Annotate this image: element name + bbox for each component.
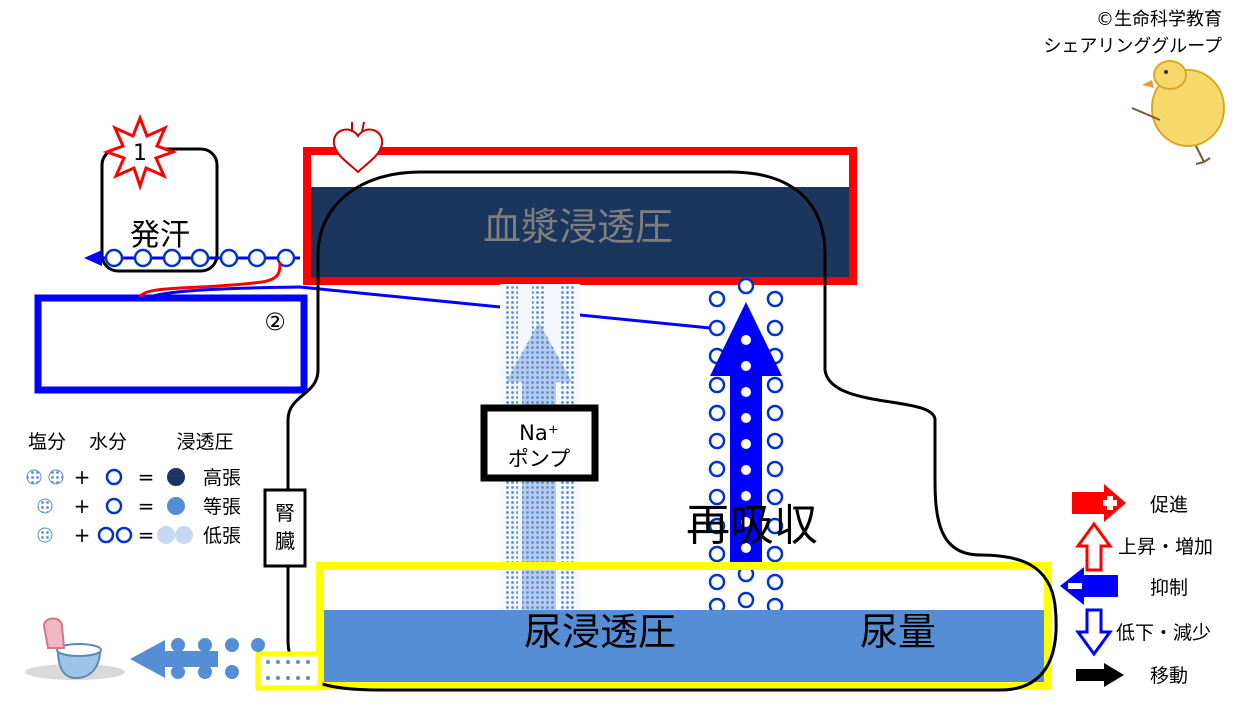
kidney-outline (286, 170, 1058, 692)
heart-icon (332, 121, 384, 174)
kidney-label-box (263, 488, 307, 568)
toilet-icon (25, 617, 125, 680)
black-arrow-icon (1076, 663, 1124, 687)
symbol-legend-increase: 上昇・増加 (1118, 536, 1213, 558)
red-link-line (138, 261, 282, 298)
urine-out-dots (171, 638, 265, 679)
urine-volume-label: 尿量 (860, 610, 936, 654)
plasma-box (303, 147, 857, 285)
explosion-burst-icon (102, 113, 178, 191)
copyright-line2: シェアリンググループ (1043, 36, 1222, 57)
symbol-legend-decrease: 低下・減少 (1116, 622, 1211, 644)
legend-row-label-hypo: 低張 (203, 525, 241, 547)
step1-label: 1 (133, 141, 147, 166)
sweat-water-arrowhead (84, 250, 102, 266)
urine-out-arrow (130, 640, 218, 678)
sweat-label: 発汗 (130, 218, 190, 253)
reabsorption-up-arrow (710, 302, 782, 562)
symbol-legend-promote: 促進 (1150, 494, 1188, 516)
red-filled-plus-arrow-icon (1072, 484, 1126, 522)
symbol-legend: 促進 上昇・増加 抑制 低下・減少 移動 (1060, 484, 1213, 687)
legend-header-salt: 塩分 (28, 431, 66, 453)
step2-box (34, 294, 308, 394)
chick-mascot-icon (1131, 60, 1225, 165)
legend-eq-2: = (138, 494, 155, 518)
legend-header-water: 水分 (89, 431, 127, 453)
red-outline-up-arrow-icon (1075, 521, 1113, 572)
legend-plus-2: + (74, 494, 91, 518)
blue-outline-down-arrow-icon (1075, 608, 1113, 657)
blue-link-line (149, 285, 711, 330)
osmo-legend: 塩分 水分 浸透圧 + = 高張 + = 等張 + = 低張 (26, 431, 241, 547)
legend-row-label-iso: 等張 (203, 496, 241, 518)
na-pump-label-1: Na⁺ (519, 421, 559, 445)
copyright-line1: ©生命科学教育 (1096, 9, 1222, 30)
symbol-legend-inhibit: 抑制 (1150, 577, 1188, 599)
legend-eq-1: = (138, 465, 155, 489)
urine-fill (324, 610, 1044, 682)
urine-outlet (255, 651, 323, 691)
na-pump-box (480, 404, 599, 482)
legend-plus-3: + (74, 523, 91, 547)
legend-row-label-hyper: 高張 (203, 467, 241, 489)
plasma-osmotic-label: 血漿浸透圧 (483, 205, 673, 249)
sweat-water-circles (104, 248, 296, 268)
legend-header-osmotic: 浸透圧 (176, 431, 233, 453)
legend-eq-3: = (138, 523, 155, 547)
arrow-water-dots (741, 335, 751, 553)
legend-plus-1: + (74, 465, 91, 489)
kidney-label: 腎臓 (275, 501, 295, 553)
step2-label: ② (264, 308, 286, 336)
urine-osmotic-label: 尿浸透圧 (524, 610, 676, 654)
na-pump-label-2: ポンプ (508, 447, 570, 471)
symbol-legend-move: 移動 (1150, 665, 1188, 687)
outlet-dots (266, 660, 310, 680)
urine-box (316, 562, 1052, 690)
reabsorption-label: 再吸収 (686, 500, 818, 551)
plasma-fill (311, 187, 849, 277)
blue-filled-minus-arrow-icon (1060, 567, 1118, 605)
